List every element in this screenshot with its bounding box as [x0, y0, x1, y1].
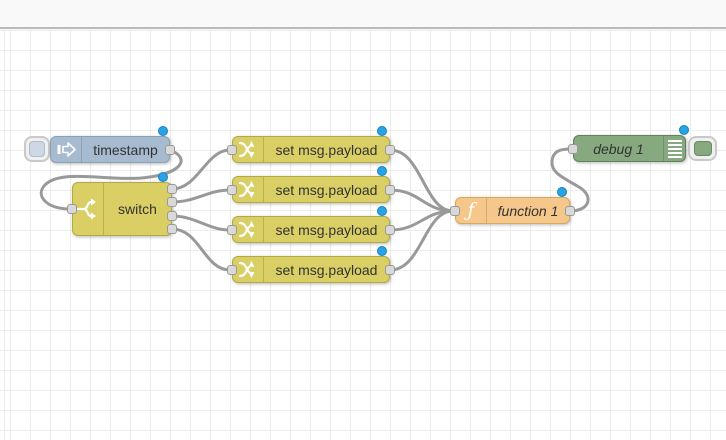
port-change3-input[interactable] — [227, 225, 237, 235]
wire-switch2-to-change2[interactable] — [170, 188, 232, 204]
port-change4-output[interactable] — [385, 265, 395, 275]
port-change1-input[interactable] — [227, 145, 237, 155]
changed-indicator-change3 — [377, 206, 387, 216]
port-switch-output-2[interactable] — [167, 197, 177, 207]
inject-icon — [51, 137, 82, 162]
node-label: timestamp — [93, 141, 158, 158]
port-change3-output[interactable] — [385, 225, 395, 235]
wire-switch3-to-change3[interactable] — [170, 214, 232, 232]
node-label: set msg.payload — [275, 181, 378, 198]
port-function-output[interactable] — [565, 206, 575, 216]
node-label: switch — [118, 201, 157, 217]
wire-function-to-debug[interactable] — [550, 147, 590, 213]
port-function-input[interactable] — [450, 206, 460, 216]
tab-bar-edge — [0, 0, 726, 29]
node-inject-timestamp[interactable]: timestamp — [50, 136, 170, 163]
node-label: function 1 — [497, 202, 559, 219]
port-change2-output[interactable] — [385, 185, 395, 195]
changed-indicator-change2 — [377, 166, 387, 176]
changed-indicator-change4 — [377, 246, 387, 256]
function-icon: ƒ — [456, 198, 487, 223]
switch-icon — [73, 183, 104, 235]
change-icon — [233, 217, 264, 242]
inject-button[interactable] — [24, 136, 50, 162]
node-function-1[interactable]: ƒ function 1 — [455, 197, 570, 224]
changed-indicator-debug — [679, 125, 689, 135]
node-switch[interactable]: switch — [72, 182, 172, 236]
wire-change1-to-function[interactable] — [388, 148, 455, 213]
node-debug-1[interactable]: debug 1 — [573, 135, 686, 162]
node-change-1[interactable]: set msg.payload — [232, 136, 390, 163]
inject-button-face — [29, 141, 45, 157]
port-debug-input[interactable] — [568, 144, 578, 154]
port-switch-output-1[interactable] — [167, 184, 177, 194]
node-change-3[interactable]: set msg.payload — [232, 216, 390, 243]
change-icon — [233, 177, 264, 202]
debug-icon — [663, 136, 685, 161]
port-switch-output-3[interactable] — [167, 211, 177, 221]
change-icon — [233, 137, 264, 162]
changed-indicator-change1 — [377, 126, 387, 136]
port-change2-input[interactable] — [227, 185, 237, 195]
node-change-2[interactable]: set msg.payload — [232, 176, 390, 203]
node-label: set msg.payload — [275, 261, 378, 278]
wire-switch4-to-change4[interactable] — [170, 227, 232, 272]
port-inject-output[interactable] — [165, 145, 175, 155]
node-change-4[interactable]: set msg.payload — [232, 256, 390, 283]
node-label: debug 1 — [593, 140, 644, 157]
node-label: set msg.payload — [275, 141, 378, 158]
wire-switch1-to-change1[interactable] — [170, 148, 232, 191]
changed-indicator-function — [557, 187, 567, 197]
wire-inject-to-switch[interactable] — [39, 148, 183, 211]
changed-indicator-switch — [158, 172, 168, 182]
port-switch-output-4[interactable] — [167, 224, 177, 234]
changed-indicator-inject — [158, 126, 168, 136]
wire-change4-to-function[interactable] — [388, 209, 455, 272]
change-icon — [233, 257, 264, 282]
port-change4-input[interactable] — [227, 265, 237, 275]
port-change1-output[interactable] — [385, 145, 395, 155]
debug-toggle-face — [693, 141, 712, 156]
port-switch-input[interactable] — [67, 204, 77, 214]
node-label: set msg.payload — [275, 221, 378, 238]
debug-toggle-button[interactable] — [688, 136, 717, 161]
